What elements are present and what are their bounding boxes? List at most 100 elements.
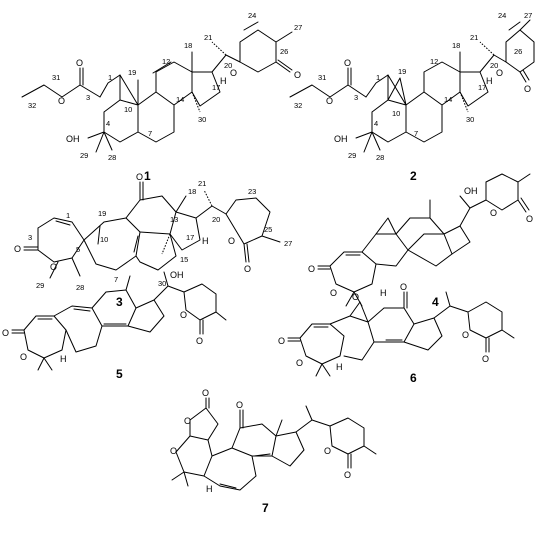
c2-n24: 24 [498,11,506,20]
c2-oh: OH [334,134,348,144]
c3-o-ring: O [50,262,57,272]
c2-n3: 3 [354,93,358,102]
c3-n28: 28 [76,283,84,292]
c1-n3: 3 [86,93,90,102]
c6-o-a: O [278,336,285,346]
c7-o-d: O [324,446,331,456]
c4-o-c: O [490,208,497,218]
c1-n30: 30 [198,115,206,124]
c6-h: H [336,362,343,372]
c6-o-b: O [296,358,303,368]
c5-o-c: O [180,310,187,320]
c1-n32: 32 [28,101,36,110]
c6-o-k: O [400,282,407,292]
c1-o-lactone: O [294,70,301,80]
c2-o-lactone: O [524,84,531,94]
c3-n21: 21 [198,179,206,188]
compound-6-label: 6 [410,371,417,385]
compound-4: O O OH O O H 4 [308,173,533,309]
c1-n28: 28 [108,153,116,162]
compound-6: O O O O O O H 6 [278,282,515,385]
c5-h: H [60,354,67,364]
c2-n30: 30 [466,115,474,124]
c1-n1: 1 [108,73,112,82]
c4-o-d: O [526,214,533,224]
c3-n17: 17 [186,233,194,242]
c2-n28: 28 [376,153,384,162]
c2-n1: 1 [376,73,380,82]
c2-n17: 17 [478,83,486,92]
c7-o-b: O [184,416,191,426]
c2-n26: 26 [514,47,522,56]
c5-o-b: O [20,352,27,362]
c3-n13: 13 [170,215,178,224]
c4-h: H [380,288,387,298]
c3-o-lac: O [14,244,21,254]
c2-n19: 19 [398,67,406,76]
c2-n32: 32 [294,101,302,110]
c3-n10: 10 [100,235,108,244]
c7-h: H [206,484,213,494]
c3-n25: 25 [264,225,272,234]
c2-n31: 31 [318,73,326,82]
c7-o-e: O [344,470,351,480]
c2-n18: 18 [452,41,460,50]
c5-o-a: O [2,328,9,338]
compound-3-label: 3 [116,295,123,309]
compound-4-label: 4 [432,295,439,309]
c2-n10: 10 [392,109,400,118]
c3-n20: 20 [212,215,220,224]
c3-n18: 18 [188,187,196,196]
c3-n23: 23 [248,187,256,196]
c6-o-c: O [462,330,469,340]
compound-1: O O O O OH 32 31 3 1 10 19 4 29 28 7 12 … [21,11,302,183]
c3-n5: 5 [76,245,80,254]
c7-o-a: O [202,388,209,398]
c1-n18: 18 [184,41,192,50]
c2-n21: 21 [470,33,478,42]
c6-o-ep: O [352,292,359,302]
c1-n21: 21 [204,33,212,42]
c3-n1: 1 [66,211,70,220]
c1-n24: 24 [248,11,256,20]
c1-n29: 29 [80,151,88,160]
c3-n3: 3 [28,233,32,242]
c2-n12: 12 [430,57,438,66]
c2-n20: 20 [490,61,498,70]
c1-n31: 31 [52,73,60,82]
c1-o-ester: O [58,96,65,106]
c1-h: H [220,76,227,86]
c3-n27: 27 [284,239,292,248]
c3-n30: 30 [158,279,166,288]
compound-7: O O O O O O H 7 [170,388,377,515]
c1-n27: 27 [294,23,302,32]
c1-n26: 26 [280,47,288,56]
compound-3: O O O O O 1 3 5 19 10 7 29 28 30 15 13 1… [14,172,292,309]
c1-n19: 19 [128,68,136,77]
c4-o-a: O [308,264,315,274]
c2-n27: 27 [524,11,532,20]
c5-oh: OH [170,270,184,280]
c1-n7: 7 [148,129,152,138]
compound-2: O O O O OH 32 31 3 1 10 19 4 29 28 7 12 … [289,11,535,183]
compound-7-label: 7 [262,501,269,515]
c2-o-ring: O [496,68,503,78]
c5-o-d: O [196,336,203,346]
c2-o-carbonyl: O [344,58,351,68]
c3-n15: 15 [180,255,188,264]
c4-oh: OH [464,186,478,196]
c1-o-ring: O [230,68,237,78]
c1-n12: 12 [162,57,170,66]
compound-2-label: 2 [410,169,417,183]
c2-n7: 7 [414,129,418,138]
c1-o-carbonyl: O [76,58,83,68]
c7-o-c: O [170,446,177,456]
c2-n29: 29 [348,151,356,160]
c3-n19: 19 [98,209,106,218]
c3-n7: 7 [114,275,118,284]
c3-n29: 29 [36,281,44,290]
c3-o-keto: O [136,172,143,182]
c1-n14: 14 [176,95,184,104]
c1-n20: 20 [224,61,232,70]
